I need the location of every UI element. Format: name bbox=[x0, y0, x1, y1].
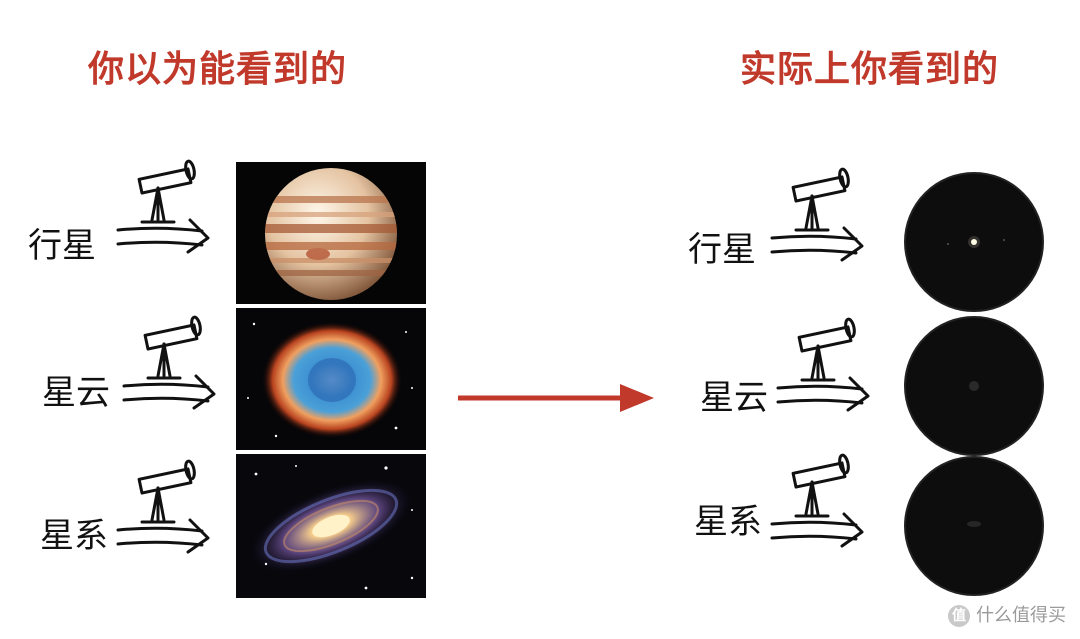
telescope-arrow-icon bbox=[770, 167, 864, 262]
galaxy-eyepiece-view bbox=[904, 456, 1044, 596]
telescope-arrow-icon bbox=[770, 453, 864, 548]
reality-heading: 实际上你看到的 bbox=[740, 49, 1000, 90]
watermark: 值什么值得买 bbox=[948, 601, 1066, 627]
telescope-arrow-icon bbox=[116, 459, 210, 554]
telescope-arrow-icon bbox=[776, 317, 870, 412]
label-planet-left: 行星 bbox=[28, 226, 96, 266]
planet-image bbox=[236, 162, 426, 304]
planet-eyepiece-view bbox=[904, 172, 1044, 312]
expectation-heading: 你以为能看到的 bbox=[88, 49, 348, 90]
transition-arrow-icon bbox=[458, 384, 654, 412]
telescope-arrow-icon bbox=[116, 159, 210, 254]
label-galaxy-left: 星系 bbox=[40, 516, 108, 556]
watermark-logo-icon: 值 bbox=[948, 605, 970, 627]
watermark-text: 什么值得买 bbox=[976, 605, 1066, 626]
label-planet-right: 行星 bbox=[688, 230, 756, 270]
label-nebula-right: 星云 bbox=[700, 378, 768, 418]
nebula-eyepiece-view bbox=[904, 316, 1044, 456]
galaxy-image bbox=[236, 454, 426, 598]
label-galaxy-right: 星系 bbox=[694, 502, 762, 542]
telescope-arrow-icon bbox=[122, 315, 216, 410]
label-nebula-left: 星云 bbox=[42, 373, 110, 413]
nebula-image bbox=[236, 308, 426, 450]
